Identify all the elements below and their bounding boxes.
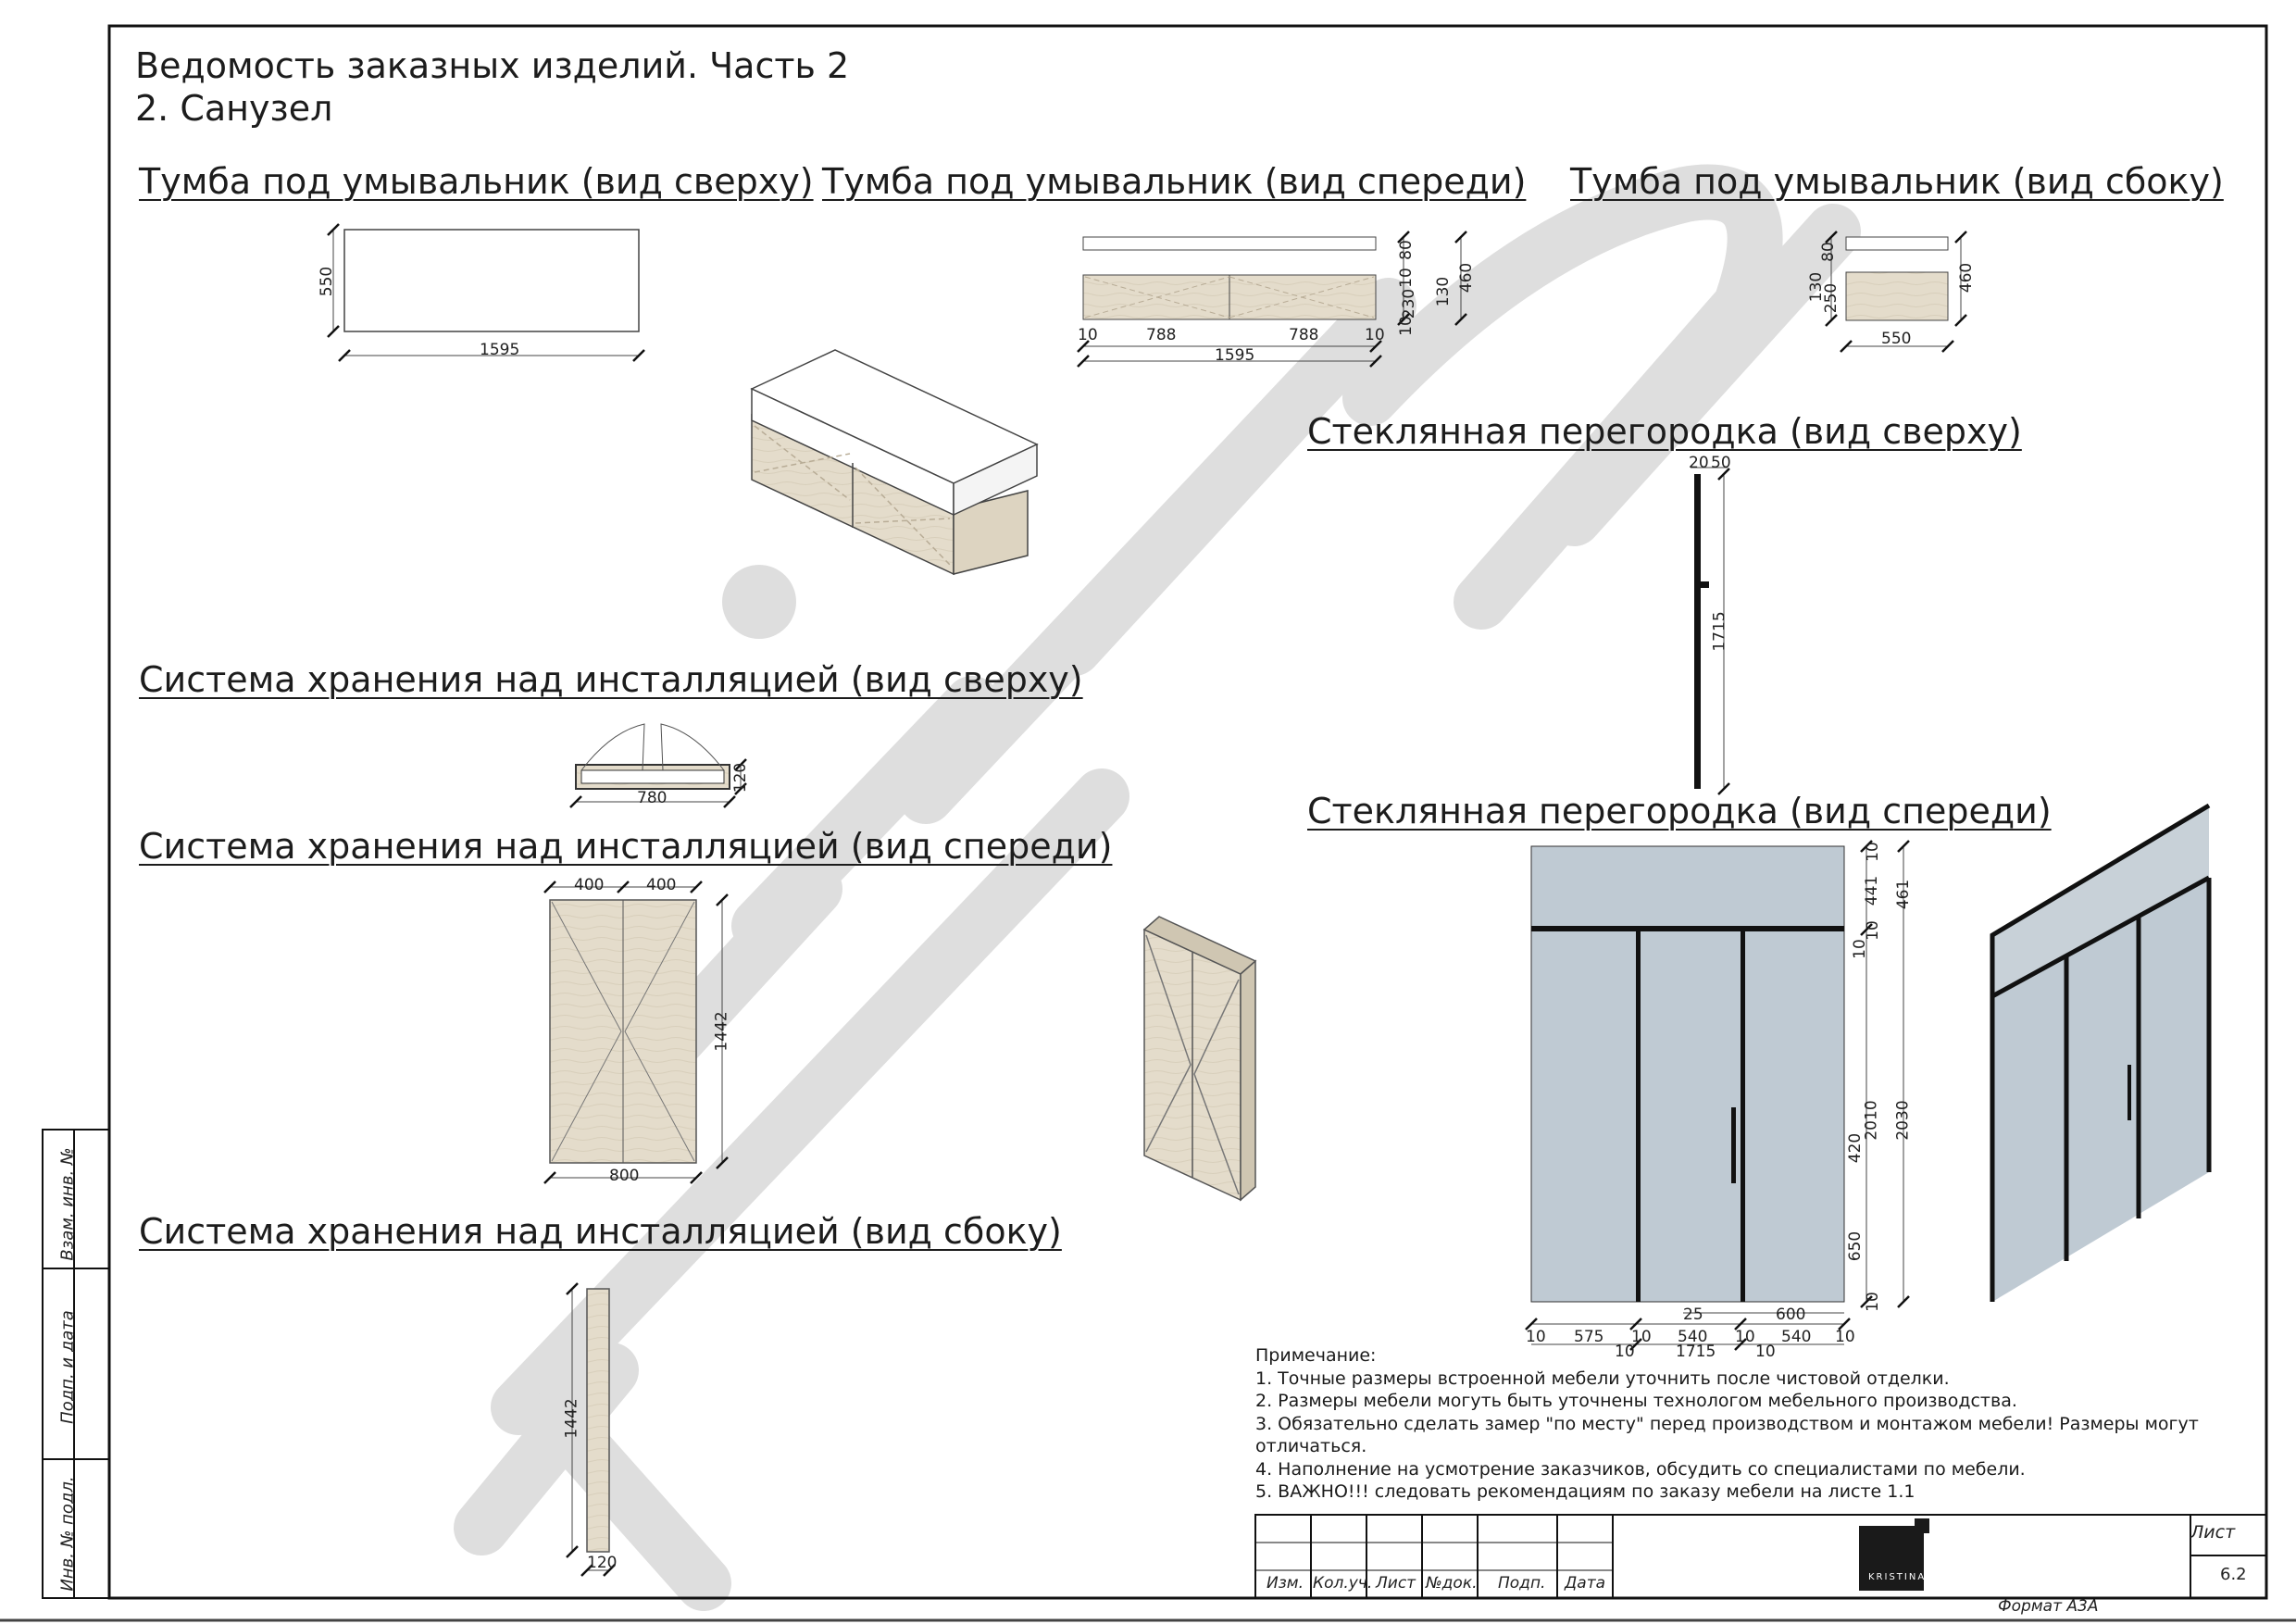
storage-side-view	[566, 1282, 616, 1577]
dim-label: 780	[637, 789, 668, 807]
note-item: 3. Обязательно сделать замер "по месту" …	[1255, 1413, 2199, 1457]
dim-label: 10	[1735, 1328, 1755, 1346]
section-storage-top: Система хранения над инсталляцией (вид с…	[139, 659, 1083, 700]
tb-col-label: Дата	[1565, 1574, 1606, 1593]
watermark-dot-1	[722, 565, 796, 639]
section-glass-front: Стеклянная перегородка (вид спереди)	[1307, 791, 2052, 831]
dim-label: 441	[1863, 875, 1882, 906]
dim-label: 550	[1881, 330, 1912, 348]
dim-label: 400	[646, 876, 677, 894]
storage-isometric	[1142, 916, 1257, 1202]
dim-label: 10	[1863, 1292, 1882, 1312]
dim-label: 540	[1781, 1328, 1812, 1346]
logo-mark	[1859, 1526, 1924, 1591]
dim-label: 10	[1078, 326, 1098, 344]
section-glass-top: Стеклянная перегородка (вид сверху)	[1307, 411, 2022, 452]
dim-label: 10	[1396, 268, 1416, 288]
glass-isometric	[1990, 803, 2212, 1302]
dim-label: 10	[1365, 326, 1385, 344]
outer-frame	[107, 24, 2268, 1600]
dim-label: 600	[1776, 1305, 1806, 1324]
dim-label: 10	[1615, 1343, 1635, 1361]
tb-col-label: Лист	[1376, 1574, 1416, 1593]
section-storage-front: Система хранения над инсталляцией (вид с…	[139, 826, 1113, 867]
dim-label: 1442	[712, 1011, 731, 1052]
section-vanity-front: Тумба под умывальник (вид спереди)	[822, 161, 1527, 202]
dim-label: 788	[1289, 326, 1319, 344]
side-stamp-label: Инв. № подл.	[57, 1476, 78, 1592]
glass-front-view	[1525, 840, 1910, 1351]
dim-label: 1715	[1676, 1343, 1716, 1361]
dim-label: 10	[1396, 316, 1416, 336]
section-vanity-top: Тумба под умывальник (вид сверху)	[139, 161, 814, 202]
dim-label: 540	[1678, 1328, 1708, 1346]
dim-label: 420	[1846, 1132, 1866, 1164]
dim-label: 120	[731, 762, 751, 793]
dim-label: 2030	[1893, 1100, 1913, 1141]
page-subtitle: 2. Санузел	[135, 88, 333, 129]
note-item: 5. ВАЖНО!!! следовать рекомендациям по з…	[1255, 1481, 1915, 1502]
side-stamp	[42, 1129, 110, 1599]
dim-label: 461	[1894, 879, 1914, 910]
dim-label: 20	[1689, 454, 1709, 472]
section-storage-side: Система хранения над инсталляцией (вид с…	[139, 1211, 1062, 1252]
dim-label: 800	[609, 1167, 640, 1185]
dim-label: 1442	[562, 1398, 581, 1439]
dim-label: 400	[574, 876, 605, 894]
dim-label: 10	[1835, 1328, 1855, 1346]
tb-col-label: Изм.	[1267, 1574, 1304, 1593]
note-item: 2. Размеры мебели могуть быть уточнены т…	[1255, 1391, 2017, 1411]
sheet-number: 6.2	[2220, 1565, 2247, 1584]
dim-label: 575	[1574, 1328, 1604, 1346]
sheet-label: Лист	[2190, 1522, 2236, 1543]
dim-label: 460	[1457, 262, 1477, 294]
dim-label: 2010	[1862, 1100, 1881, 1141]
paper-format: Формат А3А	[1998, 1597, 2099, 1616]
storage-front-view	[543, 881, 729, 1184]
dim-label: 10	[1755, 1343, 1776, 1361]
notes-block: Примечание: 1. Точные размеры встроенной…	[1255, 1344, 2255, 1504]
dim-label: 10	[1850, 939, 1869, 959]
vanity-front-view	[1077, 231, 1467, 368]
dim-label: 1595	[480, 341, 520, 359]
side-stamp-label: Подп. и дата	[57, 1310, 78, 1424]
dim-label: 650	[1846, 1230, 1866, 1262]
storage-top-view	[569, 723, 747, 808]
dim-label: 250	[1822, 282, 1841, 314]
dim-label: 50	[1711, 454, 1731, 472]
note-item: 4. Наполнение на усмотрение заказчиков, …	[1255, 1458, 2026, 1480]
section-vanity-side: Тумба под умывальник (вид сбоку)	[1570, 161, 2224, 202]
tb-col-label: №док.	[1426, 1574, 1478, 1593]
dim-label: 25	[1683, 1305, 1703, 1324]
notes-heading: Примечание:	[1255, 1345, 1377, 1366]
watermark-dot-2	[1352, 315, 1426, 389]
dim-label: 80	[1818, 242, 1838, 262]
page-title: Ведомость заказных изделий. Часть 2	[135, 45, 850, 86]
dim-label: 460	[1957, 262, 1977, 294]
dim-label: 788	[1146, 326, 1177, 344]
dim-label: 80	[1396, 240, 1416, 260]
vanity-top-view	[327, 223, 645, 362]
dim-label: 120	[587, 1554, 618, 1572]
tb-col-label: Кол.уч.	[1313, 1574, 1373, 1593]
dim-label: 230	[1400, 288, 1419, 319]
side-stamp-label: Взам. инв. №	[57, 1147, 78, 1261]
title-block	[1254, 1514, 2267, 1599]
dim-label: 10	[1631, 1328, 1652, 1346]
vanity-isometric	[750, 349, 1039, 576]
dim-label: 1715	[1710, 611, 1729, 652]
vanity-side-view	[1825, 231, 1967, 353]
dim-label: 10	[1863, 920, 1882, 941]
logo-text: KRISTINA	[1868, 1572, 1927, 1582]
dim-label: 550	[318, 266, 337, 297]
dim-label: 130	[1434, 276, 1454, 307]
note-item: 1. Точные размеры встроенной мебели уточ…	[1255, 1368, 1950, 1389]
dim-label: 10	[1863, 842, 1882, 862]
dim-label: 10	[1526, 1328, 1546, 1346]
dim-label: 1595	[1215, 346, 1255, 365]
tb-col-label: Подп.	[1498, 1574, 1546, 1593]
glass-top-view	[1691, 467, 1730, 795]
